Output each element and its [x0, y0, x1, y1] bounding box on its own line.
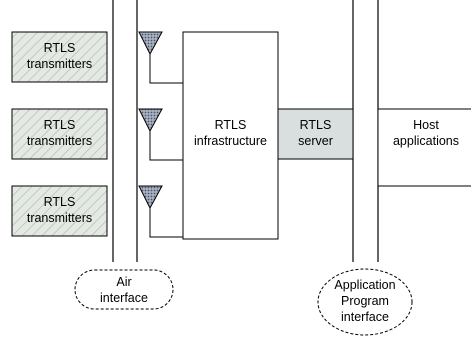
host-line2: applications	[393, 134, 459, 148]
antenna-3-connector	[149, 208, 183, 238]
host-applications-box: Host applications	[377, 108, 471, 187]
antenna-2	[138, 108, 183, 161]
antenna-3	[138, 185, 183, 238]
air-interface-line1: Air	[116, 275, 131, 289]
transmitter-box-1: RTLS transmitters	[11, 31, 108, 83]
infrastructure-box: RTLS infrastructure	[182, 31, 279, 240]
antenna-2-connector	[149, 131, 183, 161]
infrastructure-line1: RTLS	[215, 118, 247, 132]
transmitter-3-line1: RTLS	[44, 195, 76, 209]
transmitter-box-2: RTLS transmitters	[11, 108, 108, 160]
server-box: RTLS server	[277, 108, 354, 160]
transmitter-box-3: RTLS transmitters	[11, 185, 108, 237]
server-line2: server	[298, 134, 333, 148]
api-line2: Program	[341, 294, 389, 308]
transmitter-2-line1: RTLS	[44, 118, 76, 132]
antenna-icon	[138, 185, 163, 210]
transmitter-3-line2: transmitters	[27, 211, 92, 225]
transmitter-1-line1: RTLS	[44, 41, 76, 55]
transmitter-2-line2: transmitters	[27, 134, 92, 148]
server-line1: RTLS	[300, 118, 332, 132]
infrastructure-line2: infrastructure	[194, 134, 267, 148]
api-line1: Application	[334, 278, 395, 292]
api-callout: Application Program interface	[317, 268, 413, 336]
antenna-1-connector	[149, 54, 183, 84]
host-line1: Host	[413, 118, 439, 132]
air-interface-callout: Air interface	[74, 269, 174, 310]
api-line3: interface	[341, 310, 389, 324]
antenna-icon	[138, 31, 163, 56]
antenna-icon	[138, 108, 163, 133]
antenna-1	[138, 31, 183, 84]
transmitter-1-line2: transmitters	[27, 57, 92, 71]
air-interface-line2: interface	[100, 291, 148, 305]
